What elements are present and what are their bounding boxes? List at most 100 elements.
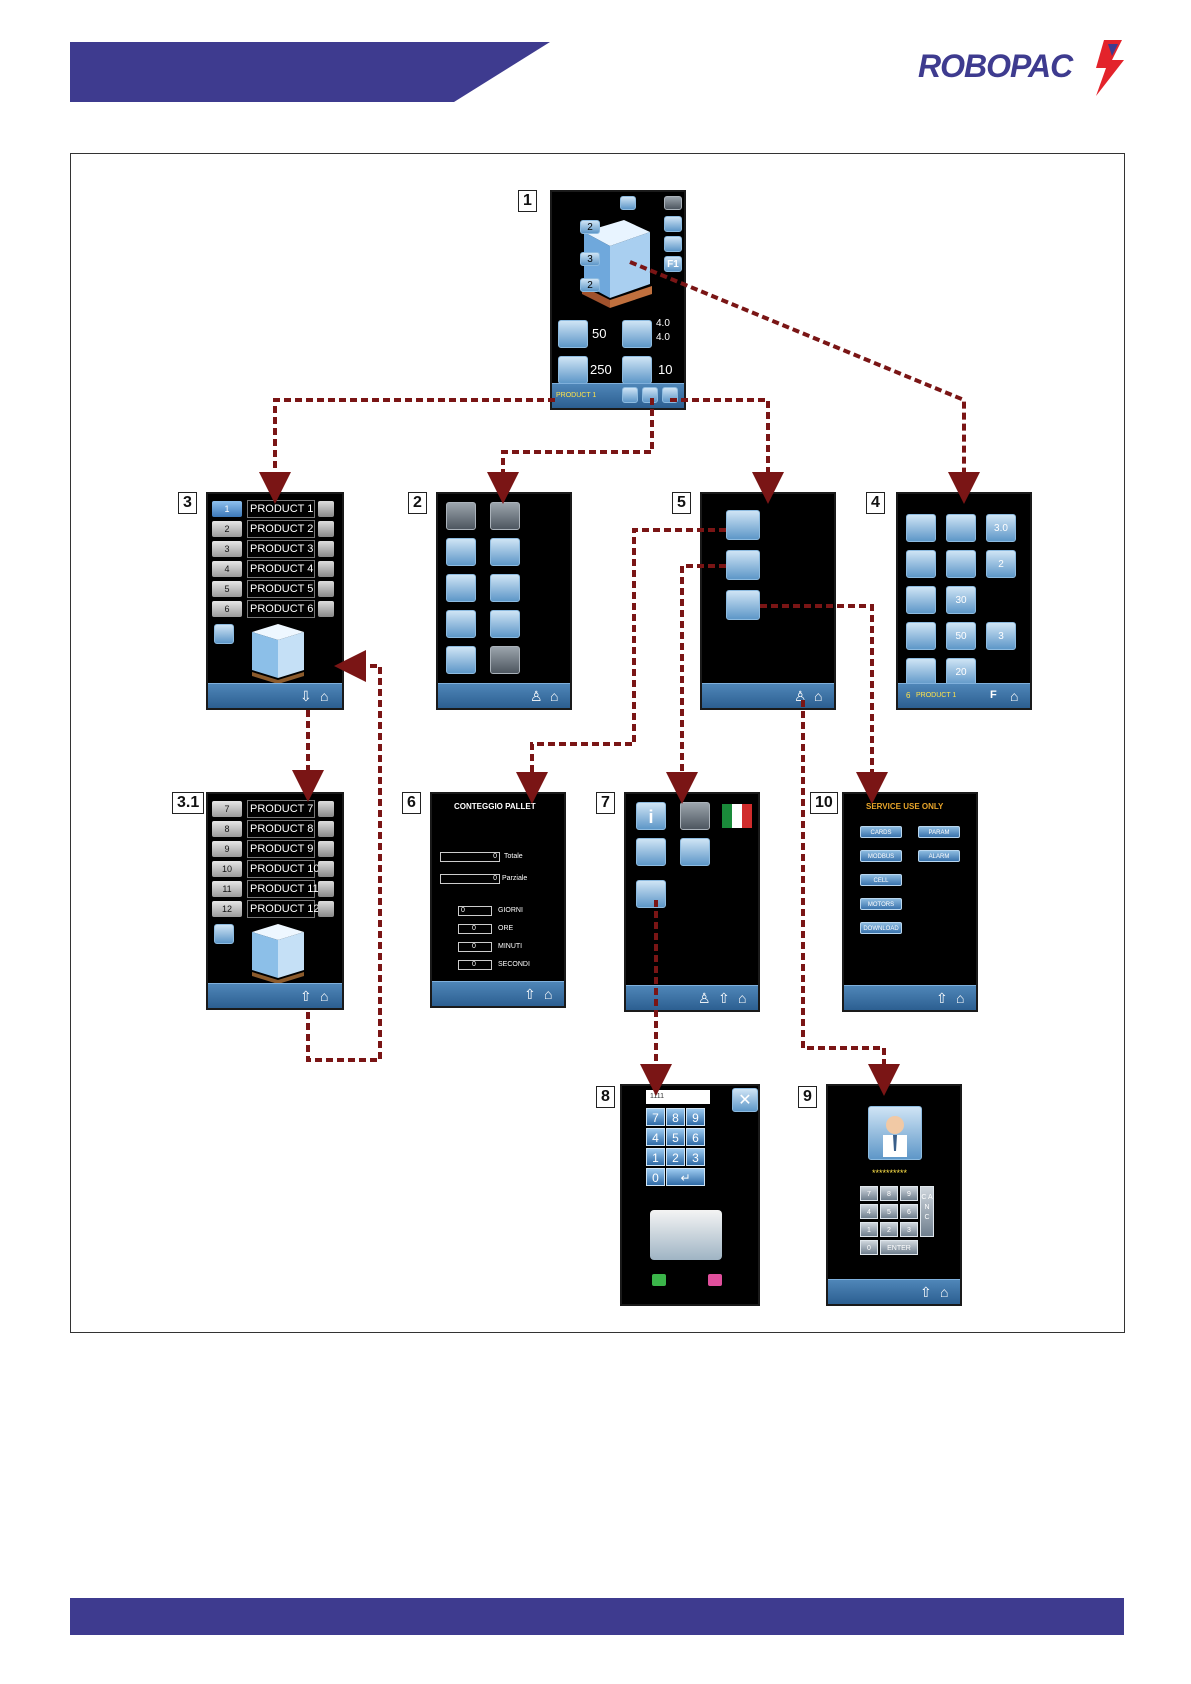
key-6[interactable]: 6 <box>900 1204 918 1219</box>
carriage-down-icon[interactable] <box>490 610 520 638</box>
product-name[interactable]: PRODUCT 8 <box>247 820 315 838</box>
italy-flag-icon[interactable] <box>722 804 752 828</box>
wrap-icon[interactable] <box>622 356 652 384</box>
close-icon[interactable]: ✕ <box>732 1088 758 1112</box>
layers-icon[interactable] <box>318 541 334 557</box>
product-label[interactable]: PRODUCT 1 <box>916 692 957 699</box>
cell-button[interactable]: CELL <box>860 874 902 886</box>
product-number[interactable]: 9 <box>212 841 242 857</box>
product-number[interactable]: 6 <box>212 601 242 617</box>
layers-icon[interactable] <box>318 581 334 597</box>
product-number[interactable]: 8 <box>212 821 242 837</box>
chart-icon[interactable] <box>622 387 638 403</box>
param-value[interactable]: 3 <box>998 631 1004 642</box>
f1-button[interactable]: F1 <box>664 256 682 272</box>
speaker-icon[interactable] <box>680 838 710 866</box>
home-icon[interactable]: ⌂ <box>550 688 559 704</box>
key-5[interactable]: 5 <box>666 1128 685 1146</box>
home-icon[interactable]: ⌂ <box>320 688 329 704</box>
product-number[interactable]: 10 <box>212 861 242 877</box>
alarm-button[interactable]: ALARM <box>918 850 960 862</box>
product-label[interactable]: PRODUCT 1 <box>556 392 597 399</box>
key-9[interactable]: 9 <box>686 1108 705 1126</box>
gear-icon[interactable] <box>726 590 760 620</box>
layers-icon[interactable] <box>318 601 334 617</box>
counter-icon[interactable] <box>726 510 760 540</box>
product-number[interactable]: 1 <box>212 501 242 517</box>
product-name[interactable]: PRODUCT 12 <box>247 900 319 918</box>
home-icon[interactable]: ⌂ <box>814 688 823 704</box>
motors-button[interactable]: MOTORS <box>860 898 902 910</box>
product-number[interactable]: 2 <box>212 521 242 537</box>
layers-icon[interactable] <box>318 561 334 577</box>
up-arrow-icon[interactable]: ⇧ <box>936 990 948 1006</box>
clamp-icon[interactable] <box>490 646 520 674</box>
product-name[interactable]: PRODUCT 9 <box>247 840 315 858</box>
product-number[interactable]: 3 <box>212 541 242 557</box>
key-3[interactable]: 3 <box>900 1222 918 1237</box>
partial-field[interactable]: 0 <box>440 874 500 884</box>
product-name[interactable]: PRODUCT 6 <box>247 600 315 618</box>
home-icon[interactable]: ⌂ <box>1010 688 1019 704</box>
param-value[interactable]: 50 <box>955 631 967 642</box>
key-selection-panel[interactable] <box>650 1210 722 1260</box>
key-0[interactable]: 0 <box>646 1168 665 1186</box>
product-number[interactable]: 5 <box>212 581 242 597</box>
key-8[interactable]: 8 <box>880 1186 898 1201</box>
up-arrow-icon[interactable]: ⇧ <box>718 990 730 1006</box>
key-7[interactable]: 7 <box>860 1186 878 1201</box>
table-icon[interactable] <box>946 514 976 542</box>
up-arrow-icon[interactable]: ⇧ <box>524 986 536 1002</box>
param-value[interactable]: 2 <box>998 559 1004 570</box>
user-icon[interactable]: ♙ <box>698 990 711 1006</box>
key-5[interactable]: 5 <box>880 1204 898 1219</box>
product-number[interactable]: 7 <box>212 801 242 817</box>
enter-key[interactable]: ↵ <box>666 1168 705 1186</box>
product-name[interactable]: PRODUCT 10 <box>247 860 319 878</box>
param-value[interactable]: 30 <box>955 595 967 606</box>
cards-button[interactable]: CARDS <box>860 826 902 838</box>
layers-icon[interactable] <box>318 861 334 877</box>
film-roll-icon[interactable] <box>446 502 476 530</box>
home-icon[interactable]: ⌂ <box>940 1284 949 1300</box>
modbus-button[interactable]: MODBUS <box>860 850 902 862</box>
carriage-icon[interactable] <box>622 320 652 348</box>
key-1[interactable]: 1 <box>646 1148 665 1166</box>
film-tension-icon[interactable] <box>906 514 936 542</box>
rotate-cw-icon[interactable] <box>446 538 476 566</box>
layout-icon[interactable] <box>214 624 234 644</box>
overlap-icon[interactable] <box>906 622 936 650</box>
product-number[interactable]: 12 <box>212 901 242 917</box>
film-icon[interactable] <box>664 236 682 252</box>
layers-icon[interactable] <box>318 841 334 857</box>
layers-icon[interactable] <box>318 501 334 517</box>
up-arrow-icon[interactable]: ⇧ <box>300 988 312 1004</box>
up-arrow-icon[interactable]: ⇧ <box>920 1284 932 1300</box>
key-6[interactable]: 6 <box>686 1128 705 1146</box>
key-4[interactable]: 4 <box>646 1128 665 1146</box>
product-number[interactable]: 11 <box>212 881 242 897</box>
product-name[interactable]: PRODUCT 5 <box>247 580 315 598</box>
product-name[interactable]: PRODUCT 4 <box>247 560 315 578</box>
layers-icon[interactable] <box>318 821 334 837</box>
display-icon[interactable] <box>726 550 760 580</box>
key-7[interactable]: 7 <box>646 1108 665 1126</box>
home-icon[interactable]: ⌂ <box>544 986 553 1002</box>
photocell-icon[interactable] <box>906 586 936 614</box>
product-number[interactable]: 4 <box>212 561 242 577</box>
height-icon[interactable] <box>558 356 588 384</box>
home-icon[interactable]: ⌂ <box>956 990 965 1006</box>
layers-icon[interactable] <box>318 901 334 917</box>
key-3[interactable]: 3 <box>686 1148 705 1166</box>
settings-icon[interactable] <box>664 216 682 232</box>
menu-icon[interactable] <box>664 196 682 210</box>
layers-icon[interactable] <box>318 801 334 817</box>
check-icon[interactable] <box>652 1274 666 1286</box>
down-arrow-icon[interactable]: ⇩ <box>300 688 312 704</box>
key-icon[interactable] <box>636 880 666 908</box>
product-name[interactable]: PRODUCT 2 <box>247 520 315 538</box>
key-9[interactable]: 9 <box>900 1186 918 1201</box>
key-1[interactable]: 1 <box>860 1222 878 1237</box>
key-0[interactable]: 0 <box>860 1240 878 1255</box>
user-icon[interactable]: ♙ <box>530 688 543 704</box>
